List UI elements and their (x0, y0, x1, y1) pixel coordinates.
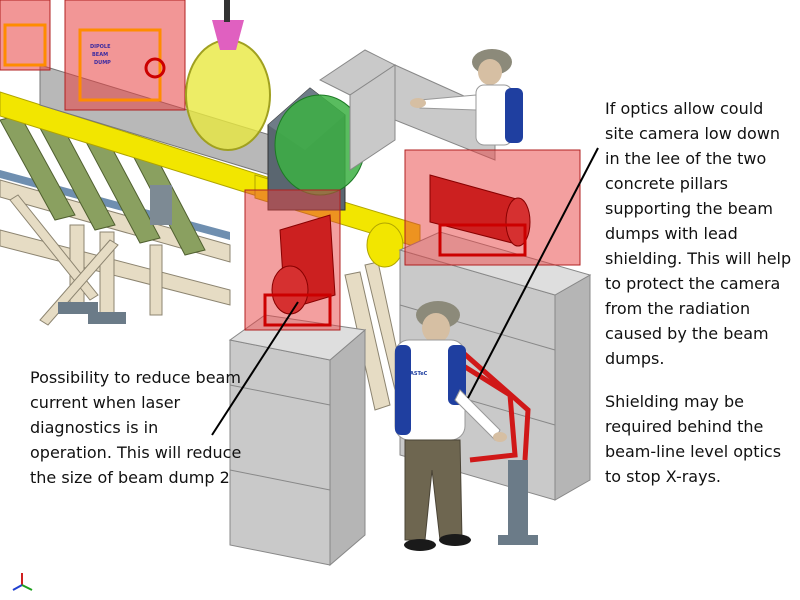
beam-dump-left (244, 189, 341, 331)
annotation-beam-current: Possibility to reduce beam current when … (30, 368, 242, 487)
stand-base (498, 535, 538, 545)
concrete-wall (319, 49, 496, 171)
pointer-line-left (211, 301, 299, 436)
axis-triad-icon (12, 573, 33, 591)
shirt-logo: ASTeC (410, 371, 428, 377)
annotation-camera-site: If optics allow could site camera low do… (605, 99, 792, 368)
stand-post (508, 460, 528, 540)
box-label-3: DUMP (94, 60, 111, 66)
box-label-1: DIPOLE (90, 44, 111, 50)
person-lower: ASTeC (394, 301, 507, 551)
shield-box-upper: DIPOLE BEAM DUMP (0, 0, 186, 111)
truss-foot (58, 302, 98, 314)
pump (150, 185, 172, 225)
concrete-pillar-left (228, 314, 367, 567)
truss-foot (88, 312, 126, 324)
person-upper (410, 49, 523, 146)
beam-dump-right (404, 149, 581, 266)
box-label-2: BEAM (92, 52, 108, 58)
pointer-line-right (467, 147, 599, 399)
annotation-shielding: Shielding may be required behind the bea… (605, 392, 782, 486)
yellow-chamber (185, 0, 271, 151)
